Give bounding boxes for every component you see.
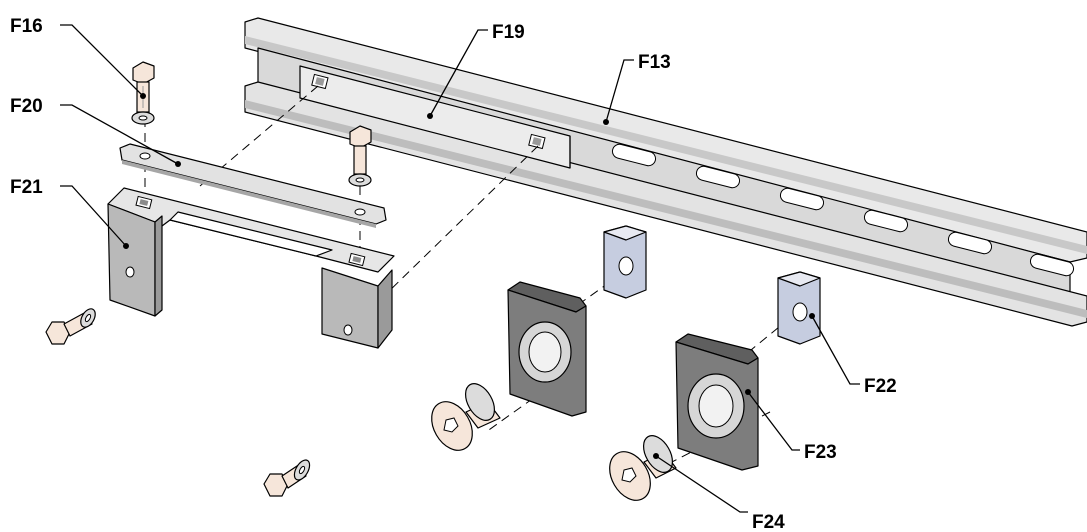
label-f16: F16 <box>10 16 43 37</box>
washer-second <box>348 173 372 187</box>
bolt-f24-left <box>431 383 501 451</box>
label-f22: F22 <box>864 376 897 397</box>
bolt-second <box>349 125 372 175</box>
bracket-f21 <box>107 187 395 349</box>
strip-f19 <box>299 65 571 169</box>
label-f20: F20 <box>10 96 43 117</box>
block-f23 <box>675 333 759 471</box>
washer-f16 <box>131 111 155 125</box>
bolt-f24 <box>609 435 677 501</box>
label-f19: F19 <box>492 22 525 43</box>
nut-f22 <box>777 271 821 345</box>
strip-clip-right <box>528 133 546 150</box>
rail-slots <box>611 143 1075 277</box>
washer-left <box>80 308 96 328</box>
washer-right <box>293 459 311 481</box>
label-f24: F24 <box>752 512 785 532</box>
block-f23-left <box>507 281 587 417</box>
label-f23: F23 <box>804 442 837 463</box>
bolt-f16 <box>132 61 155 113</box>
label-f21: F21 <box>10 177 43 198</box>
nut-f22-left <box>603 225 647 299</box>
label-f13: F13 <box>638 52 671 73</box>
strip-clip-left <box>311 73 329 90</box>
flat-bar-f20 <box>119 143 387 228</box>
callout-leaders <box>60 24 860 513</box>
